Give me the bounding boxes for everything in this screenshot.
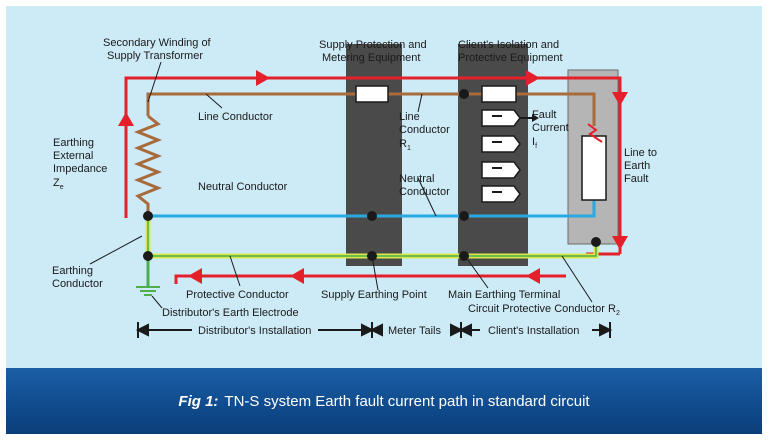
arrow-right-down-1 bbox=[612, 92, 628, 106]
appliance-element bbox=[581, 135, 607, 201]
arrow-right-down-2 bbox=[612, 236, 628, 250]
label-if: If bbox=[532, 136, 537, 150]
label-protective-conductor: Protective Conductor bbox=[186, 289, 289, 301]
arrow-bottom-2 bbox=[188, 268, 202, 284]
label-distributors-installation: Distributor's Installation bbox=[198, 325, 311, 337]
arrow-bottom-3 bbox=[526, 268, 540, 284]
label-neutral-conductor: Neutral Conductor bbox=[198, 181, 288, 193]
tn-s-circuit-diagram: Secondary Winding of Supply Transformer … bbox=[52, 37, 660, 338]
label-earthing-impedance: Earthing External Impedance bbox=[53, 137, 107, 175]
figure-label: Fig 1: bbox=[178, 392, 219, 410]
caption-bar: Fig 1: TN-S system Earth fault current pa… bbox=[6, 368, 762, 434]
label-line-conductor: Line Conductor bbox=[198, 111, 273, 123]
label-r1: R1 bbox=[399, 138, 411, 152]
secondary-winding-coil bbox=[133, 114, 163, 216]
client-isolation-panel bbox=[458, 44, 528, 266]
earth-electrode-icon bbox=[136, 286, 160, 296]
label-supply-earthing-point: Supply Earthing Point bbox=[321, 289, 427, 301]
arrow-left-up bbox=[118, 112, 134, 126]
label-client-isolation: Client's Isolation and Protective Equipm… bbox=[458, 39, 563, 64]
label-supply-protection: Supply Protection and Metering Equipment bbox=[319, 39, 430, 64]
label-line-conductor-r1: Line Conductor bbox=[399, 111, 450, 136]
label-secondary-winding: Secondary Winding of Supply Transformer bbox=[103, 37, 214, 62]
label-line-to-earth-fault: Line to Earth Fault bbox=[624, 147, 660, 185]
label-main-earthing-terminal: Main Earthing Terminal bbox=[448, 289, 560, 301]
installation-bar bbox=[135, 322, 613, 338]
label-meter-tails: Meter Tails bbox=[388, 325, 441, 337]
supply-fuse bbox=[355, 85, 389, 103]
arrow-bottom-1 bbox=[290, 268, 304, 284]
fault-spark-icon bbox=[587, 123, 603, 143]
label-earth-electrode: Distributor's Earth Electrode bbox=[162, 307, 299, 319]
label-clients-installation: Client's Installation bbox=[488, 325, 579, 337]
figure-caption-text: TN-S system Earth fault current path in … bbox=[224, 392, 590, 410]
fault-current-arrow bbox=[520, 114, 539, 122]
label-ze: Ze bbox=[53, 177, 64, 191]
label-fault-current: Fault Current bbox=[532, 109, 569, 134]
figure-caption: Fig 1: TN-S system Earth fault current pa… bbox=[178, 393, 589, 410]
supply-protection-panel bbox=[346, 44, 402, 266]
junction-dots bbox=[143, 89, 601, 261]
leader-lines bbox=[89, 61, 593, 309]
arrow-top-2 bbox=[526, 70, 540, 86]
label-earthing-conductor: Earthing Conductor bbox=[52, 265, 103, 290]
label-circuit-protective-conductor: Circuit Protective Conductor R2 bbox=[468, 303, 620, 317]
diagram-panel: Secondary Winding of Supply Transformer … bbox=[6, 6, 762, 434]
neutral-conductor-wire bbox=[148, 200, 596, 218]
device-contacts bbox=[492, 115, 502, 193]
protective-devices bbox=[481, 109, 521, 203]
main-switch bbox=[481, 85, 517, 103]
arrow-top-1 bbox=[256, 70, 270, 86]
label-neutral-conductor-right: Neutral Conductor bbox=[399, 173, 450, 198]
